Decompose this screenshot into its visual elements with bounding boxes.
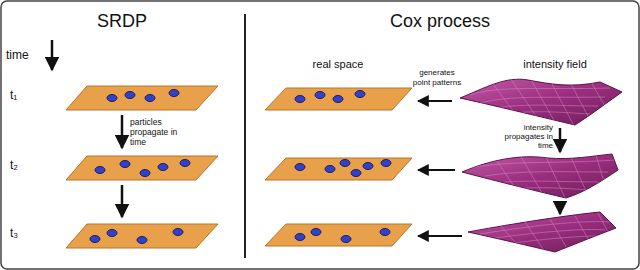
time-label: t₃ (10, 226, 18, 240)
intensity-arrow (559, 201, 562, 214)
arrow-note: generates point patterns (411, 68, 463, 87)
intensity-surface (462, 152, 618, 200)
time-label: t₂ (10, 158, 18, 172)
propagate-arrow (121, 185, 124, 217)
time-label: t₁ (10, 88, 17, 102)
panel-heading: Cox process (390, 10, 490, 32)
column-heading: real space (313, 58, 364, 71)
arrow-note: intensity propagates in time (495, 123, 553, 150)
divider (244, 14, 246, 258)
panel-heading: SRDP (97, 10, 147, 32)
cox-planes (265, 88, 412, 246)
propagate-arrow (121, 115, 124, 148)
intensity-arrow (559, 128, 562, 152)
time-arrow (51, 40, 54, 70)
generate-arrow (418, 100, 452, 102)
arrow-note: particles propagate in time (130, 117, 192, 147)
intensity-surface (468, 212, 616, 252)
column-heading: intensity field (523, 58, 587, 71)
points (295, 91, 391, 243)
intensity-surface (460, 78, 622, 126)
srdp-planes (66, 86, 218, 248)
axis-label: time (6, 48, 29, 62)
generate-arrow (418, 235, 462, 237)
generate-arrow (418, 169, 455, 171)
particles (90, 90, 190, 244)
